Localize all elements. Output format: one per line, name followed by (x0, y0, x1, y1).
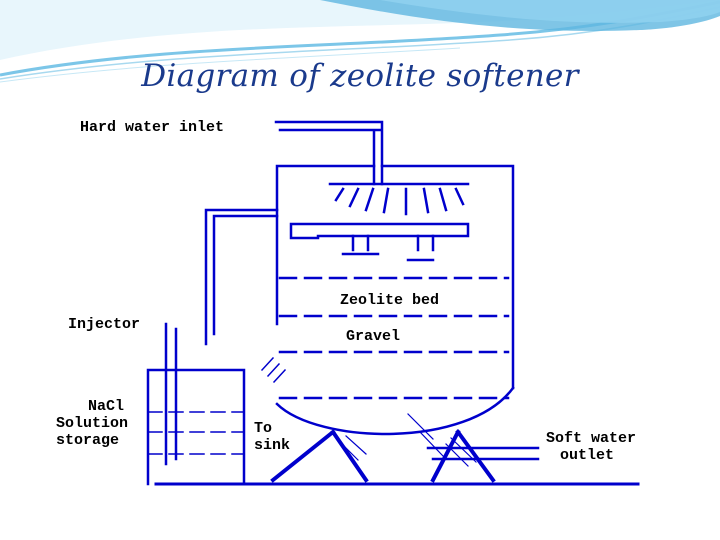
label-soft-water-line1: Soft water (546, 430, 637, 447)
header-swoosh-decoration (0, 0, 720, 83)
label-to-sink: To sink (254, 420, 290, 454)
label-hard-water-inlet: Hard water inlet (80, 119, 225, 136)
label-gravel: Gravel (346, 328, 401, 345)
slide-title: Diagram of zeolite softener (141, 58, 579, 94)
softener-tank (275, 164, 515, 390)
tank-cone (275, 386, 515, 436)
label-injector: Injector (68, 316, 141, 333)
label-nacl-line2: Solution (56, 415, 129, 432)
soft-water-outlet-pipe (426, 446, 540, 461)
brine-pipe (204, 208, 279, 346)
label-soft-water-outlet: Soft water outlet (546, 430, 636, 464)
label-nacl-storage: NaCl Solution storage (56, 398, 128, 449)
label-zeolite-bed: Zeolite bed (340, 292, 440, 309)
label-nacl-line3: storage (56, 432, 120, 449)
label-soft-water-line2: outlet (560, 447, 615, 464)
label-to-sink-line1: To (254, 420, 273, 437)
label-to-sink-line2: sink (254, 437, 291, 454)
nacl-solution-level (147, 411, 245, 455)
leg-hatching (339, 413, 477, 467)
zeolite-softener-diagram: Hard water inlet Zeolite bed Gravel Inje… (48, 114, 654, 494)
inlet-pipe (274, 120, 384, 186)
injector-pipe (164, 322, 178, 466)
nacl-tank (146, 368, 246, 486)
upper-distributor (289, 222, 470, 240)
label-nacl-line1: NaCl (88, 398, 125, 415)
diagram-drawing (146, 120, 640, 486)
drain-pipe (260, 356, 287, 384)
spray-lines (334, 187, 465, 216)
support-legs (270, 429, 496, 483)
distributor-nozzles (341, 234, 435, 262)
